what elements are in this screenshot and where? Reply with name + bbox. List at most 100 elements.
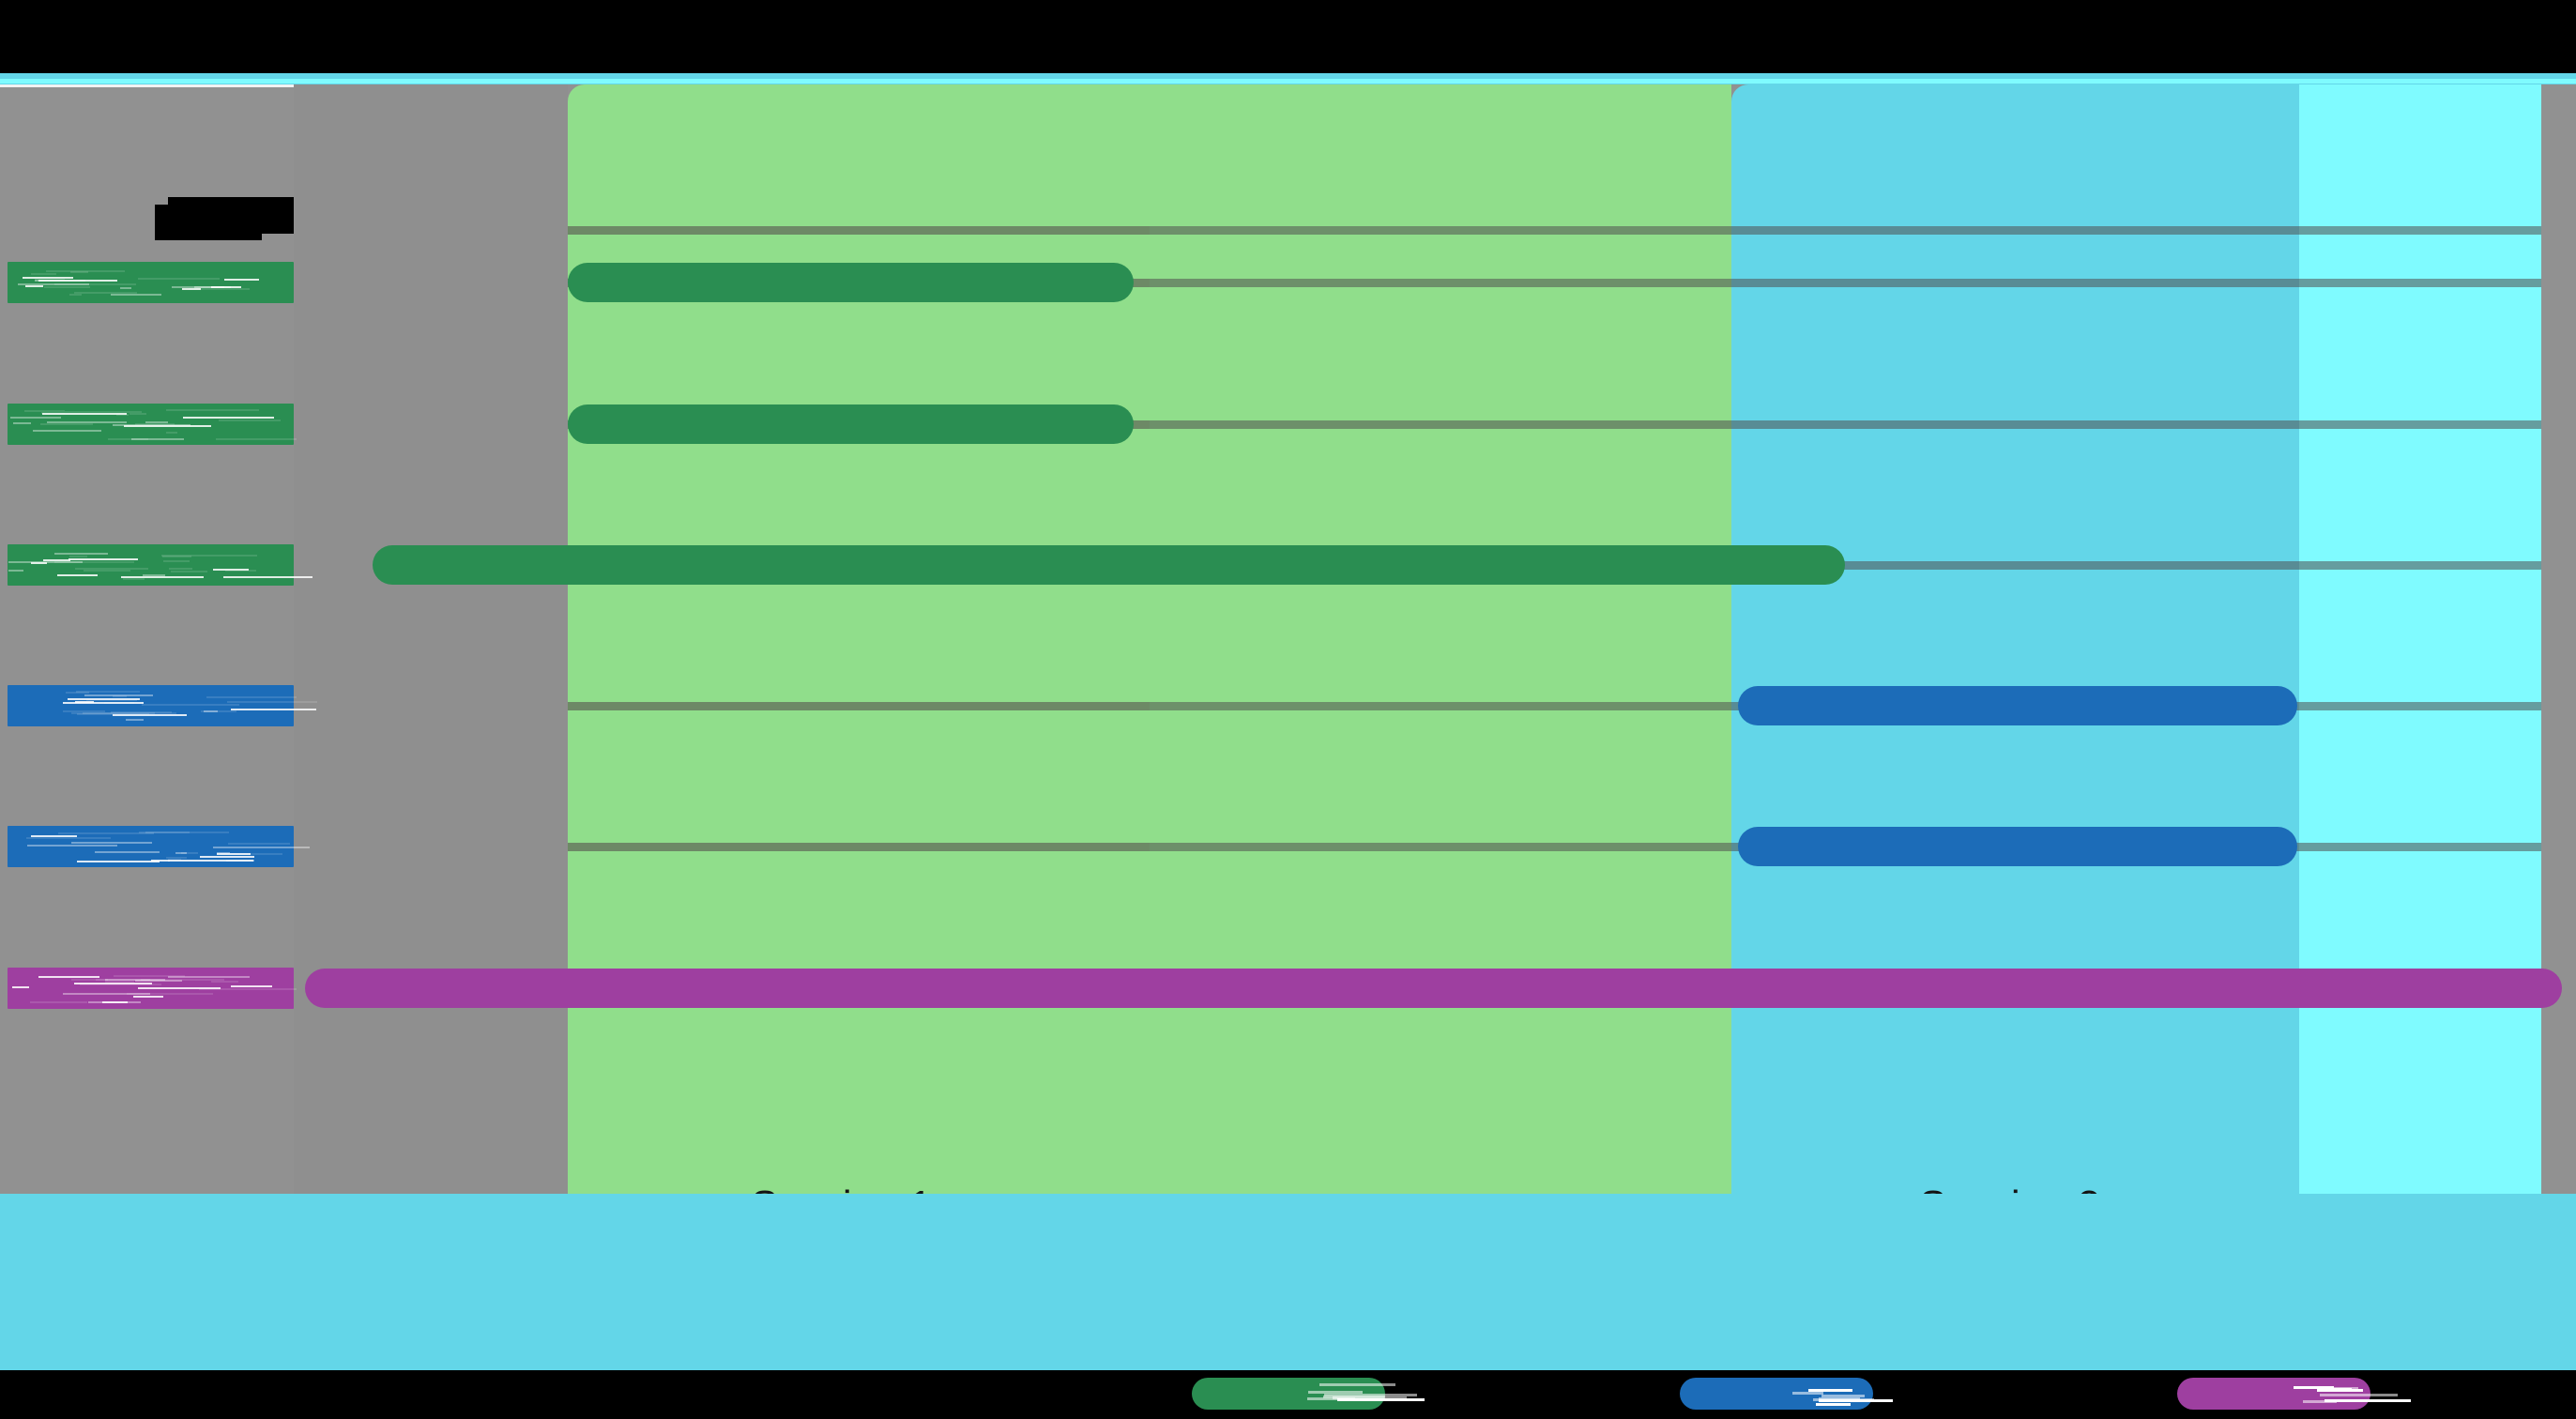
y-tick-label-4 <box>8 685 317 726</box>
gridline-light-segment <box>568 226 1150 235</box>
redaction-streak <box>71 712 155 714</box>
redaction-streak <box>201 710 236 712</box>
footer-strip <box>0 1194 2576 1370</box>
redaction-streak <box>213 569 249 571</box>
redaction-streak <box>63 710 105 712</box>
redaction-streak <box>23 277 73 279</box>
redaction-streak <box>18 283 89 285</box>
plot-area: Session 1 Session 2 <box>0 84 2576 1194</box>
legend-item-3[interactable] <box>2177 1378 2411 1410</box>
redaction-streak <box>69 556 87 557</box>
redaction-streak <box>2320 1394 2398 1396</box>
y-axis-label-column <box>0 84 568 1194</box>
redaction-streak <box>10 417 61 419</box>
redaction-streak <box>105 979 165 981</box>
task-bar-4[interactable] <box>1738 686 2297 725</box>
redaction-streak <box>211 286 241 288</box>
redaction-streak <box>175 852 187 854</box>
redaction-streak <box>213 847 310 848</box>
redaction-streak <box>199 988 297 990</box>
redaction-streak <box>75 568 148 570</box>
redaction-streak <box>166 432 177 434</box>
top-accent-strip-light <box>0 79 2576 84</box>
task-bar-3[interactable] <box>373 545 1845 585</box>
redaction-streak <box>95 851 160 853</box>
redaction-streak <box>8 561 83 563</box>
y-axis-gutter <box>294 84 568 1194</box>
redaction-streak <box>113 714 187 716</box>
redaction-streak <box>113 695 127 697</box>
redaction-streak <box>120 287 131 289</box>
y-tick-label-6 <box>8 968 297 1009</box>
redaction-streak <box>133 996 163 998</box>
redaction-streak <box>44 286 90 288</box>
redaction-streak <box>105 981 134 983</box>
redaction-streak <box>1816 1403 1851 1406</box>
redaction-streak <box>102 1001 128 1003</box>
session-2-label: Session 2 <box>1919 1182 2100 1194</box>
redaction-streak <box>171 571 207 572</box>
axis-hairline <box>0 84 294 87</box>
task-bar-1[interactable] <box>568 263 1134 302</box>
redaction-streak <box>43 559 70 561</box>
redaction-streak <box>2303 1400 2337 1403</box>
redaction-streak <box>204 710 218 712</box>
task-bar-5[interactable] <box>1738 827 2297 866</box>
redaction-streak <box>145 832 190 833</box>
right-gutter <box>2541 84 2576 1194</box>
redaction-streak <box>1821 1395 1865 1397</box>
redaction-streak <box>35 280 85 282</box>
redaction-streak <box>88 1001 141 1003</box>
redaction-streak <box>24 410 65 412</box>
redaction-streak <box>38 976 99 978</box>
redaction-streak <box>40 423 93 425</box>
redaction-streak <box>1307 1397 1355 1400</box>
redaction-streak <box>225 570 256 572</box>
redaction-streak <box>54 283 136 285</box>
redaction-streak <box>217 853 251 855</box>
redaction-streak <box>84 694 153 696</box>
redaction-streak <box>206 696 297 698</box>
redaction-streak <box>224 279 259 281</box>
gridline <box>568 702 2541 710</box>
redaction-streak <box>86 699 137 701</box>
redaction-streak <box>84 570 130 572</box>
redaction-streak <box>216 438 297 440</box>
redaction-streak <box>221 853 282 855</box>
legend-item-1[interactable] <box>1192 1378 1425 1410</box>
redaction-streak <box>80 984 161 985</box>
redaction-streak <box>138 987 221 989</box>
redaction-streak <box>74 292 137 294</box>
redaction-streak <box>38 280 117 282</box>
redaction-streak <box>111 711 172 713</box>
task-bar-6[interactable] <box>305 969 2562 1008</box>
session-1-label: Session 1 <box>751 1182 932 1194</box>
redaction-streak <box>211 981 238 983</box>
redaction-streak <box>1792 1392 1823 1395</box>
redaction-streak <box>166 409 259 411</box>
redaction-streak <box>231 985 272 987</box>
redaction-streak <box>131 438 184 440</box>
redaction-streak <box>114 975 185 977</box>
redaction-streak <box>58 832 154 834</box>
redaction-streak <box>66 692 89 694</box>
task-bar-2[interactable] <box>568 404 1134 444</box>
redaction-streak <box>145 421 168 423</box>
redaction-streak <box>166 857 187 859</box>
legend-item-2[interactable] <box>1680 1378 1893 1410</box>
redaction-streak <box>70 271 88 273</box>
redaction-streak <box>172 286 224 288</box>
redaction-streak <box>1324 1394 1417 1396</box>
y-tick-label-3 <box>8 544 312 586</box>
redaction-streak <box>54 553 108 555</box>
redaction-streak <box>138 278 220 280</box>
redaction-streak <box>12 986 29 988</box>
y-tick-label-2 <box>8 404 297 445</box>
redaction-streak <box>162 556 191 557</box>
redaction-streak <box>31 835 77 837</box>
redaction-streak <box>135 423 175 425</box>
redaction-streak <box>69 558 138 560</box>
redaction-streak <box>121 576 204 578</box>
redaction-streak <box>139 832 229 833</box>
